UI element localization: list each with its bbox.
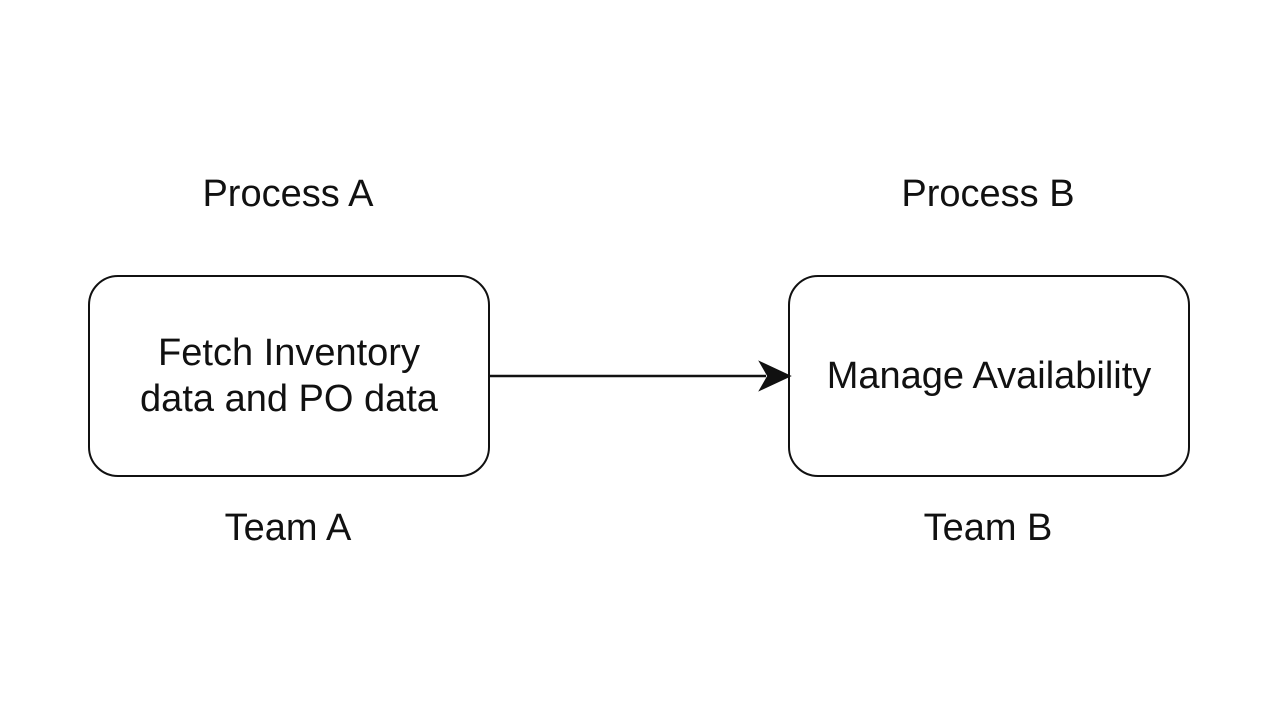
process-b-node: Manage Availability xyxy=(788,275,1190,477)
process-a-heading: Process A xyxy=(202,173,374,215)
process-a-node: Fetch Inventory data and PO data xyxy=(88,275,490,477)
process-b-node-text: Manage Availability xyxy=(826,355,1152,397)
team-b-label: Team B xyxy=(923,507,1053,549)
process-b-heading: Process B xyxy=(901,173,1075,215)
arrowhead-icon xyxy=(758,360,792,392)
process-a-node-text: Fetch Inventory data and PO data xyxy=(140,332,438,420)
team-a-label: Team A xyxy=(224,507,352,549)
